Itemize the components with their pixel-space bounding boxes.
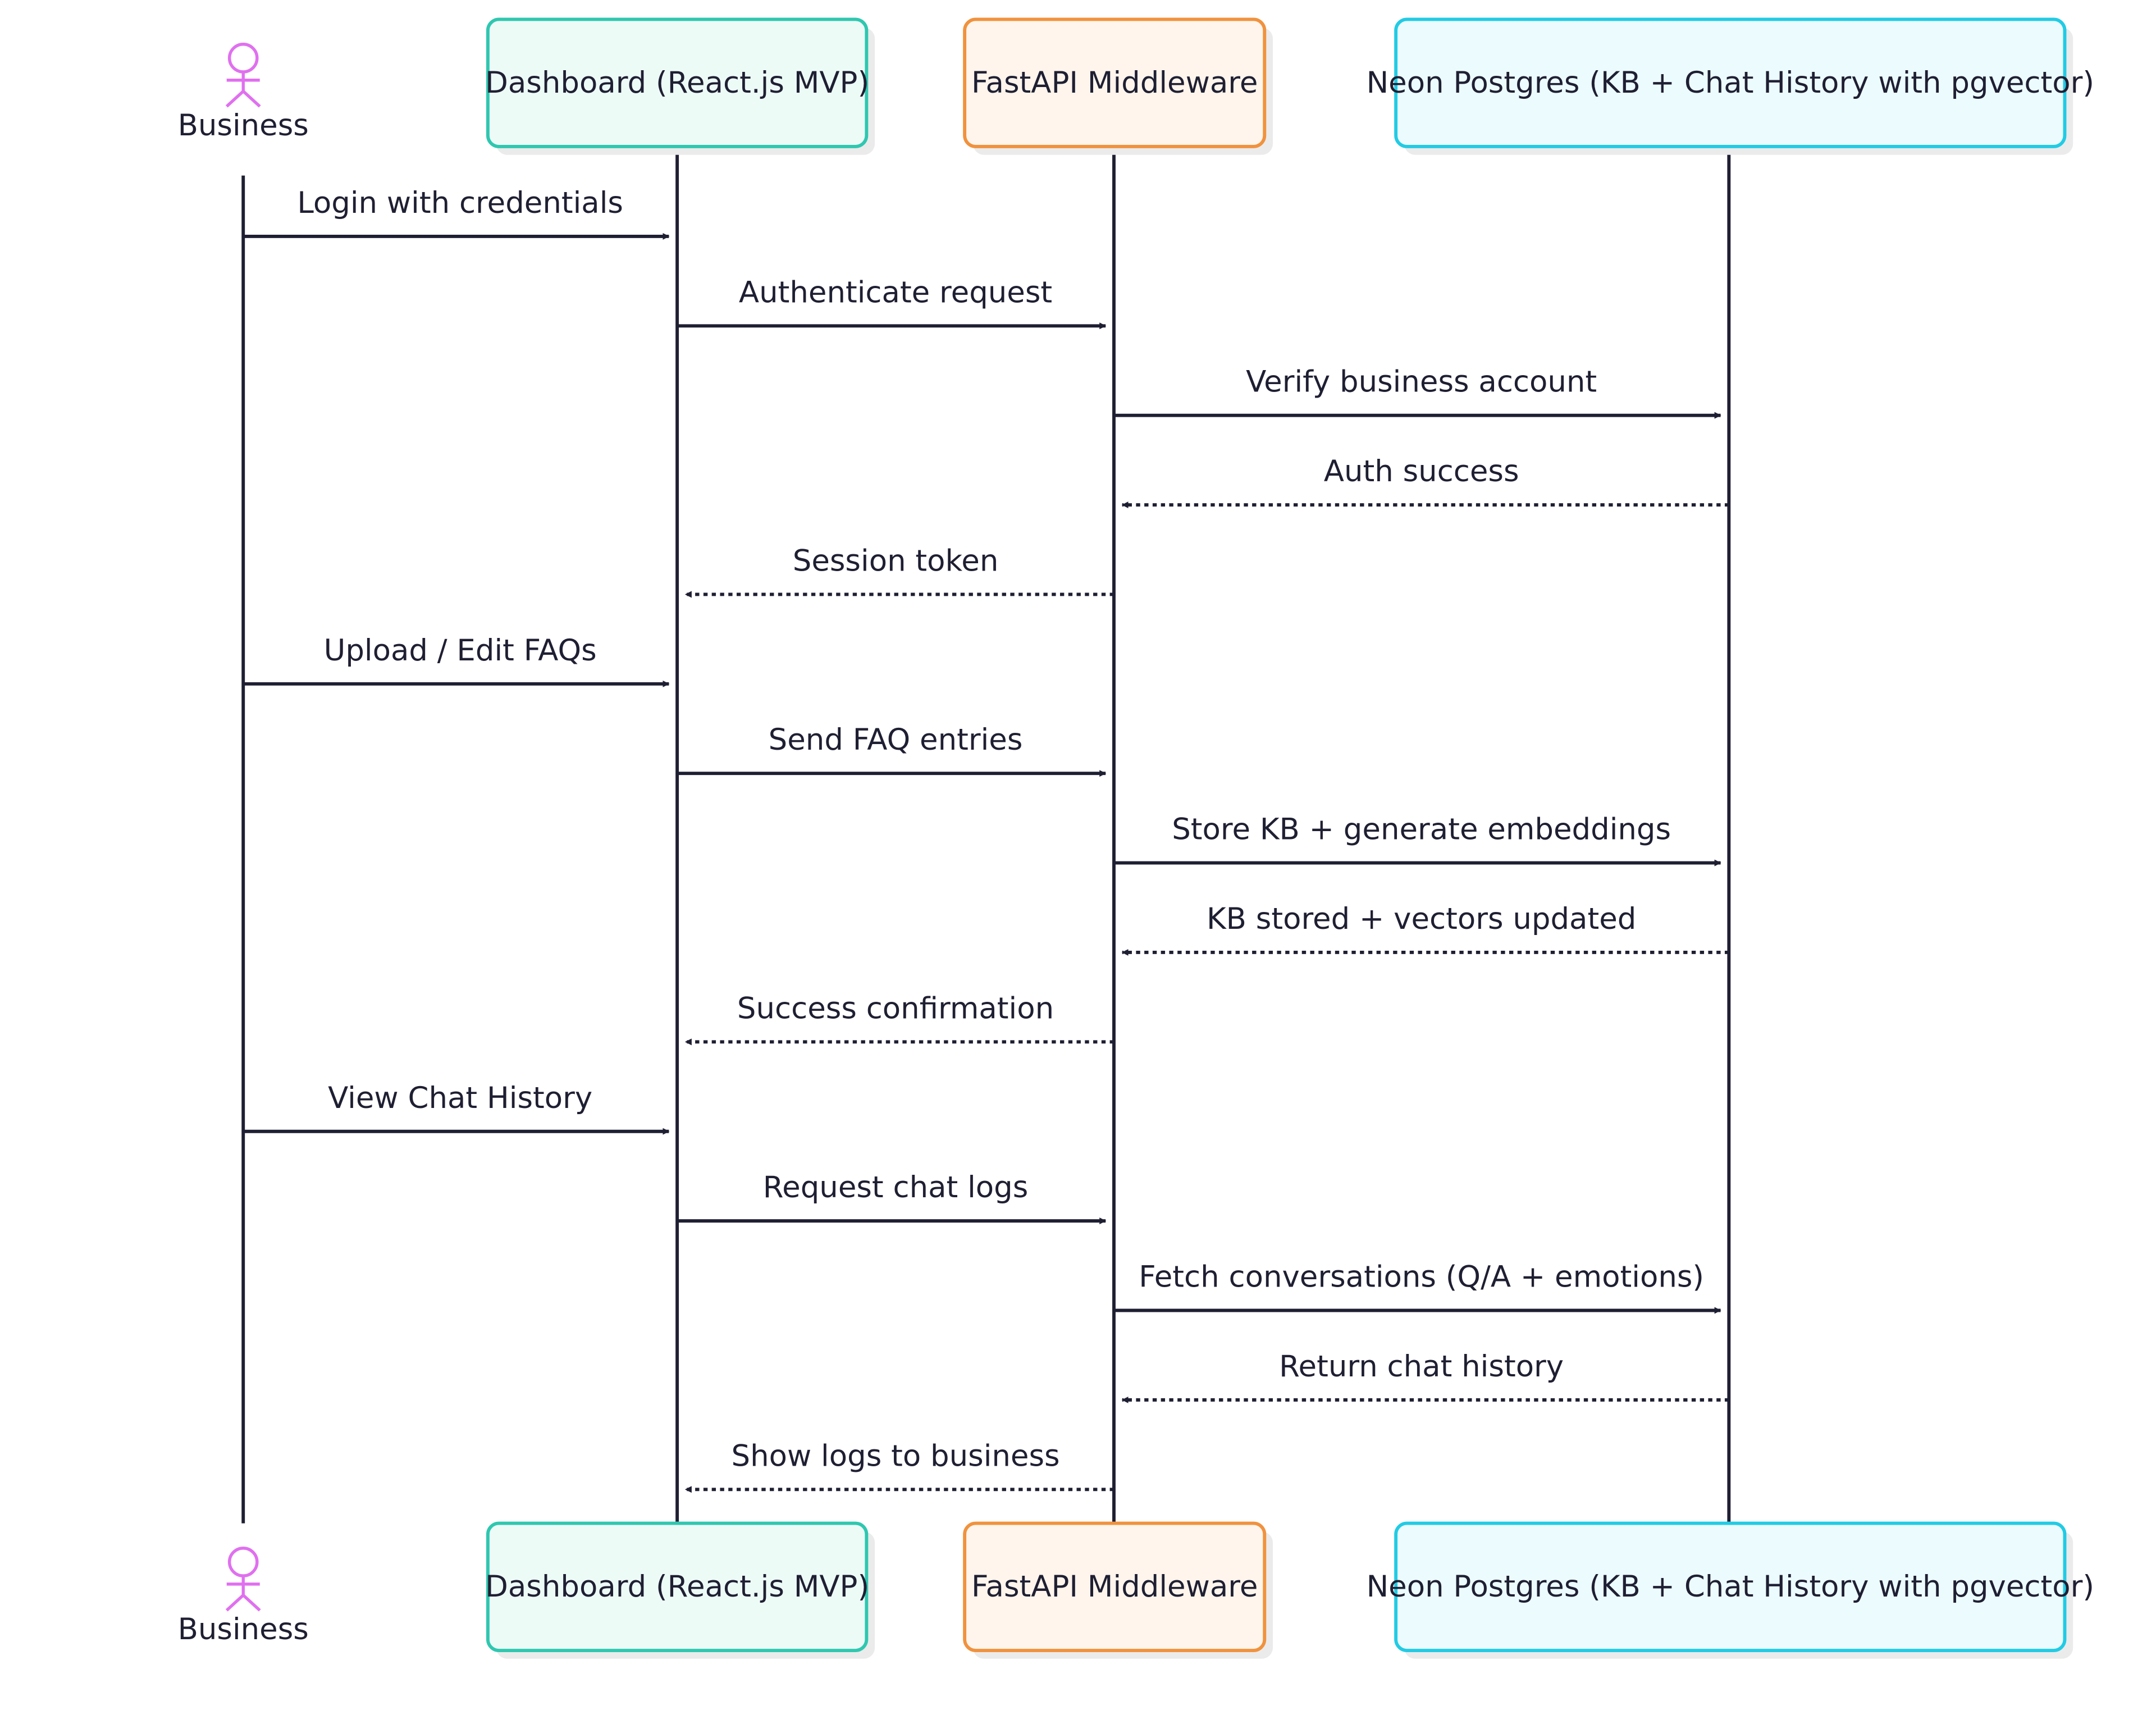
message-label: KB stored + vectors updated [1207, 902, 1636, 936]
message-label: Success confirmation [737, 991, 1054, 1025]
message-12: Request chat logs [677, 1170, 1107, 1225]
message-label: Send FAQ entries [769, 723, 1023, 757]
participant-fastapi-bottom: FastAPI Middleware [963, 1521, 1273, 1659]
participant-label: Dashboard (React.js MVP) [485, 66, 869, 100]
participant-box [1394, 17, 2067, 148]
message-13: Fetch conversations (Q/A + emotions) [1113, 1260, 1721, 1314]
message-10: Success confirmation [684, 991, 1114, 1046]
actor-label: Business [178, 1612, 309, 1647]
message-1: Login with credentials [243, 186, 670, 240]
message-label: Return chat history [1279, 1349, 1564, 1384]
participant-label: Neon Postgres (KB + Chat History with pg… [1367, 66, 2094, 100]
participant-label: Dashboard (React.js MVP) [485, 1570, 869, 1604]
message-label: Fetch conversations (Q/A + emotions) [1139, 1260, 1704, 1294]
actor-business-bottom: Business [178, 1547, 309, 1647]
message-label: Session token [793, 544, 999, 578]
participant-neon-top: Neon Postgres (KB + Chat History with pg… [1367, 17, 2094, 155]
actor-label: Business [178, 108, 309, 143]
participant-neon-bottom: Neon Postgres (KB + Chat History with pg… [1367, 1521, 2094, 1659]
participant-label: FastAPI Middleware [971, 1570, 1258, 1604]
participant-label: Neon Postgres (KB + Chat History with pg… [1367, 1570, 2094, 1604]
actor-business-top: Business [178, 43, 309, 143]
participant-label: FastAPI Middleware [971, 66, 1258, 100]
stick-figure-icon [225, 43, 261, 108]
message-label: Auth success [1324, 454, 1519, 489]
message-label: Authenticate request [739, 275, 1052, 309]
participant-box [1394, 1521, 2067, 1652]
message-2: Authenticate request [677, 275, 1107, 330]
message-7: Send FAQ entries [677, 723, 1107, 777]
participant-box [963, 17, 1267, 148]
message-8: Store KB + generate embeddings [1113, 813, 1721, 866]
participant-box [963, 1521, 1267, 1652]
message-11: View Chat History [243, 1081, 670, 1135]
participant-box [486, 1521, 869, 1652]
stick-figure-icon [225, 1547, 261, 1612]
message-label: Request chat logs [763, 1170, 1029, 1205]
message-label: View Chat History [328, 1081, 592, 1115]
message-14: Return chat history [1121, 1349, 1729, 1403]
message-15: Show logs to business [684, 1439, 1114, 1493]
message-4: Auth success [1121, 454, 1729, 509]
message-3: Verify business account [1113, 365, 1721, 419]
message-label: Store KB + generate embeddings [1172, 813, 1671, 847]
message-label: Show logs to business [731, 1439, 1059, 1473]
participant-dashboard-top: Dashboard (React.js MVP) [485, 17, 875, 155]
participant-fastapi-top: FastAPI Middleware [963, 17, 1273, 155]
message-label: Upload / Edit FAQs [324, 633, 597, 668]
message-label: Verify business account [1246, 365, 1597, 399]
message-label: Login with credentials [297, 186, 623, 220]
participant-box [486, 17, 869, 148]
message-5: Session token [684, 544, 1114, 598]
participant-dashboard-bottom: Dashboard (React.js MVP) [485, 1521, 875, 1659]
message-9: KB stored + vectors updated [1121, 902, 1729, 956]
message-6: Upload / Edit FAQs [243, 633, 670, 687]
